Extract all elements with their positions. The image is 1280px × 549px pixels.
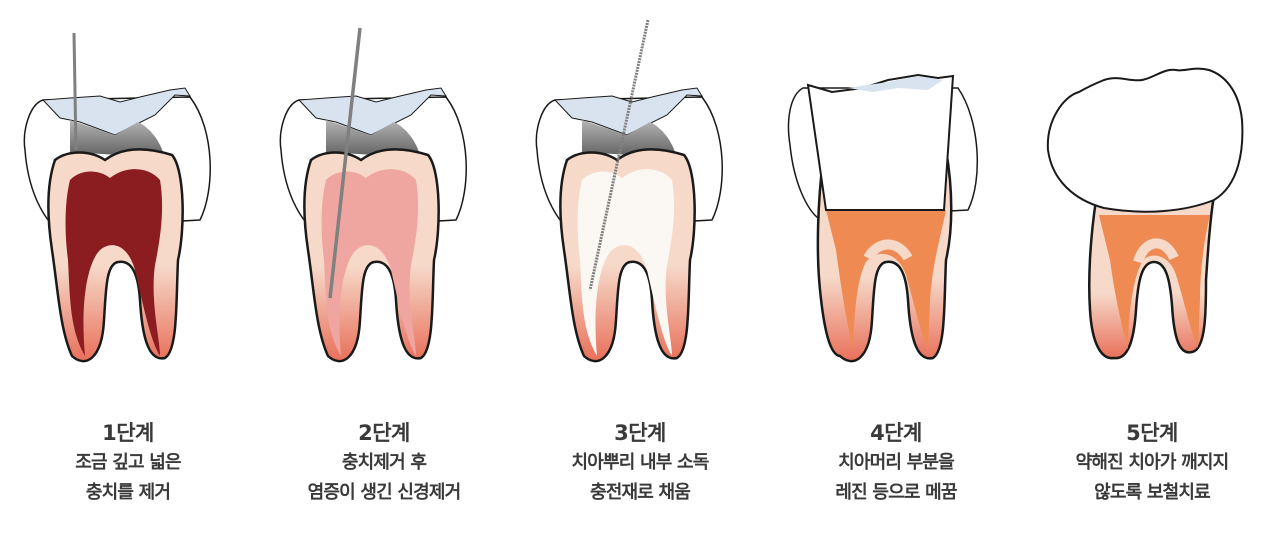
step-description-line-2: 않도록 보철치료 (1094, 482, 1211, 503)
step-description-line-1: 치아머리 부분을 (838, 452, 955, 473)
tooth-illustration-step-2 (256, 0, 512, 400)
step-description-line-2: 레진 등으로 메꿈 (835, 482, 957, 503)
step-title: 3단계 (614, 421, 666, 445)
step-title: 5단계 (1126, 421, 1178, 445)
tooth-illustration-step-3 (512, 0, 768, 400)
step-title: 1단계 (102, 421, 154, 445)
step-5-caption: 5단계 약해진 치아가 깨지지 않도록 보철치료 (1024, 418, 1280, 508)
step-2-caption: 2단계 충치제거 후 염증이 생긴 신경제거 (256, 418, 512, 508)
step-description-line-1: 조금 깊고 넓은 (75, 452, 181, 473)
tooth-illustration-step-5 (1024, 0, 1280, 400)
step-description-line-2: 염증이 생긴 신경제거 (307, 482, 462, 503)
step-4-caption: 4단계 치아머리 부분을 레진 등으로 메꿈 (768, 418, 1024, 508)
step-1-caption: 1단계 조금 깊고 넓은 충치를 제거 (0, 418, 256, 508)
step-description-line-1: 치아뿌리 내부 소독 (571, 452, 709, 473)
step-title: 4단계 (870, 421, 922, 445)
tooth-illustration-step-4 (768, 0, 1024, 400)
step-3-caption: 3단계 치아뿌리 내부 소독 충전재로 채움 (512, 418, 768, 508)
step-description-line-1: 약해진 치아가 깨지지 (1075, 452, 1230, 473)
step-description-line-1: 충치제거 후 (341, 452, 427, 473)
tooth-illustration-step-1 (0, 0, 256, 400)
step-title: 2단계 (358, 421, 410, 445)
step-description-line-2: 충전재로 채움 (589, 482, 691, 503)
step-description-line-2: 충치를 제거 (85, 482, 171, 503)
